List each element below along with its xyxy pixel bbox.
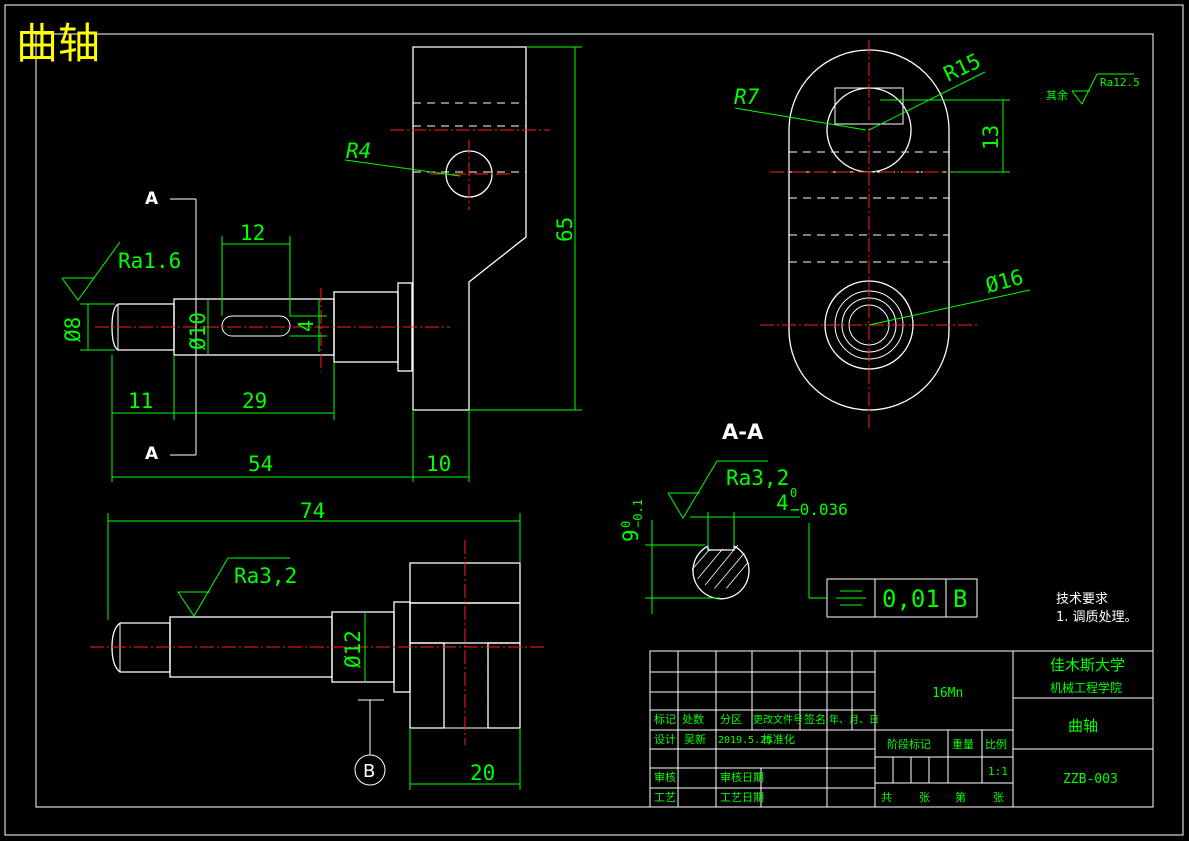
top-view [90,540,545,745]
top-view-dimensions: 74 Ra3,2 Ø12 20 B [107,499,521,790]
tb-total: 共 [881,791,892,804]
title-block: 标记 处数 分区 更改文件号 签名 年、月、日 设计 吴新 2019.5.25 … [649,650,1154,808]
dim-11: 11 [128,389,153,413]
tb-design-date: 2019.5.25 [718,735,772,746]
tb-designer: 吴新 [684,732,706,746]
dim-54: 54 [248,452,273,476]
tb-review: 审核 [654,770,676,784]
tb-sheet: 张 [993,791,1004,804]
dim-10: 10 [426,452,451,476]
dim-13: 13 [979,125,1003,150]
tb-header-date: 年、月、日 [829,713,879,726]
dim-keyseat-depth-tol-upper: 0 [619,521,633,528]
outer-border [4,4,1184,836]
inner-border [35,33,1154,808]
dim-keyseat-depth: 9 [619,529,643,542]
roughness-ra32-top: Ra3,2 [726,466,789,490]
section-a-a: A-A Ra3,2 9 0 −0.1 4 0 −0.036 [619,420,978,618]
side-view-dimensions: R7 R15 13 Ø16 其余 Ra12.5 [734,49,1140,326]
tolerance-value: 0,01 [882,585,940,613]
datum-b-label: B [363,761,375,782]
tb-standardize: 标准化 [762,732,795,746]
dim-keyseat-width-tol-lower: −0.036 [790,500,848,519]
tolerance-datum: B [953,585,967,613]
roughness-rest-label: 其余 [1046,88,1068,102]
tb-header-change-doc: 更改文件号 [753,713,803,726]
tb-stage-mark: 阶段标记 [887,737,931,751]
dim-65: 65 [553,217,577,242]
dim-keyseat-depth-tol-lower: −0.1 [631,499,645,528]
section-profile [692,544,750,600]
dim-d16: Ø16 [983,265,1026,298]
tb-design-label: 设计 [654,733,676,746]
dim-r4: R4 [346,139,371,163]
tb-material: 16Mn [932,686,963,701]
dim-74: 74 [300,499,325,523]
dim-20: 20 [470,761,495,785]
dim-d12: Ø12 [341,630,365,668]
dim-keyseat-width: 4 [776,491,789,515]
tb-review-date: 审核日期 [720,770,764,784]
tb-header-mark: 标记 [654,712,676,726]
dim-keyseat-width-tol-upper: 0 [790,486,797,500]
tb-header-sign: 签名 [804,712,826,726]
roughness-rest-value: Ra12.5 [1100,76,1140,89]
dim-d10: Ø10 [186,312,210,350]
dim-keyway-length: 12 [240,221,265,245]
drawing-title: 曲轴 [16,19,100,68]
tb-sheets: 张 [919,791,930,804]
tb-header-zone: 分区 [720,713,742,726]
section-arrow-a-top-label: A [145,189,159,209]
tb-part-name: 曲轴 [1068,717,1098,735]
tech-requirements-item: 1. 调质处理。 [1056,610,1138,625]
tb-header-count: 处数 [682,713,704,726]
large-bore [824,280,914,370]
roughness-ra16: Ra1.6 [118,249,181,273]
dim-29: 29 [242,389,267,413]
tech-requirements-heading: 技术要求 [1056,592,1108,607]
tb-ratio: 比例 [985,737,1007,751]
front-view-dimensions: Ra1.6 Ø8 Ø10 4 12 11 29 54 10 [61,46,582,482]
tb-process-date: 工艺日期 [720,791,764,804]
tb-scale: 1:1 [988,765,1008,778]
section-label: A-A [722,420,764,444]
keyway-slot [221,315,291,337]
dim-d8: Ø8 [61,317,85,342]
dim-keyway-width: 4 [294,320,318,332]
dim-r7: R7 [734,85,760,109]
tb-sheet-no: 第 [955,790,966,804]
crank-arm [412,46,527,411]
tb-weight: 重量 [952,737,974,751]
crank-outline [788,49,950,411]
tb-university: 佳木斯大学 [1050,656,1125,674]
tb-drawing-no: ZZB-003 [1063,772,1118,787]
section-arrow-a-bottom-label: A [145,444,159,464]
tb-college: 机械工程学院 [1050,680,1122,695]
tb-process: 工艺 [654,791,676,804]
side-view [760,40,980,430]
dim-r15: R15 [940,49,985,87]
roughness-ra32-bottom: Ra3,2 [234,564,297,588]
